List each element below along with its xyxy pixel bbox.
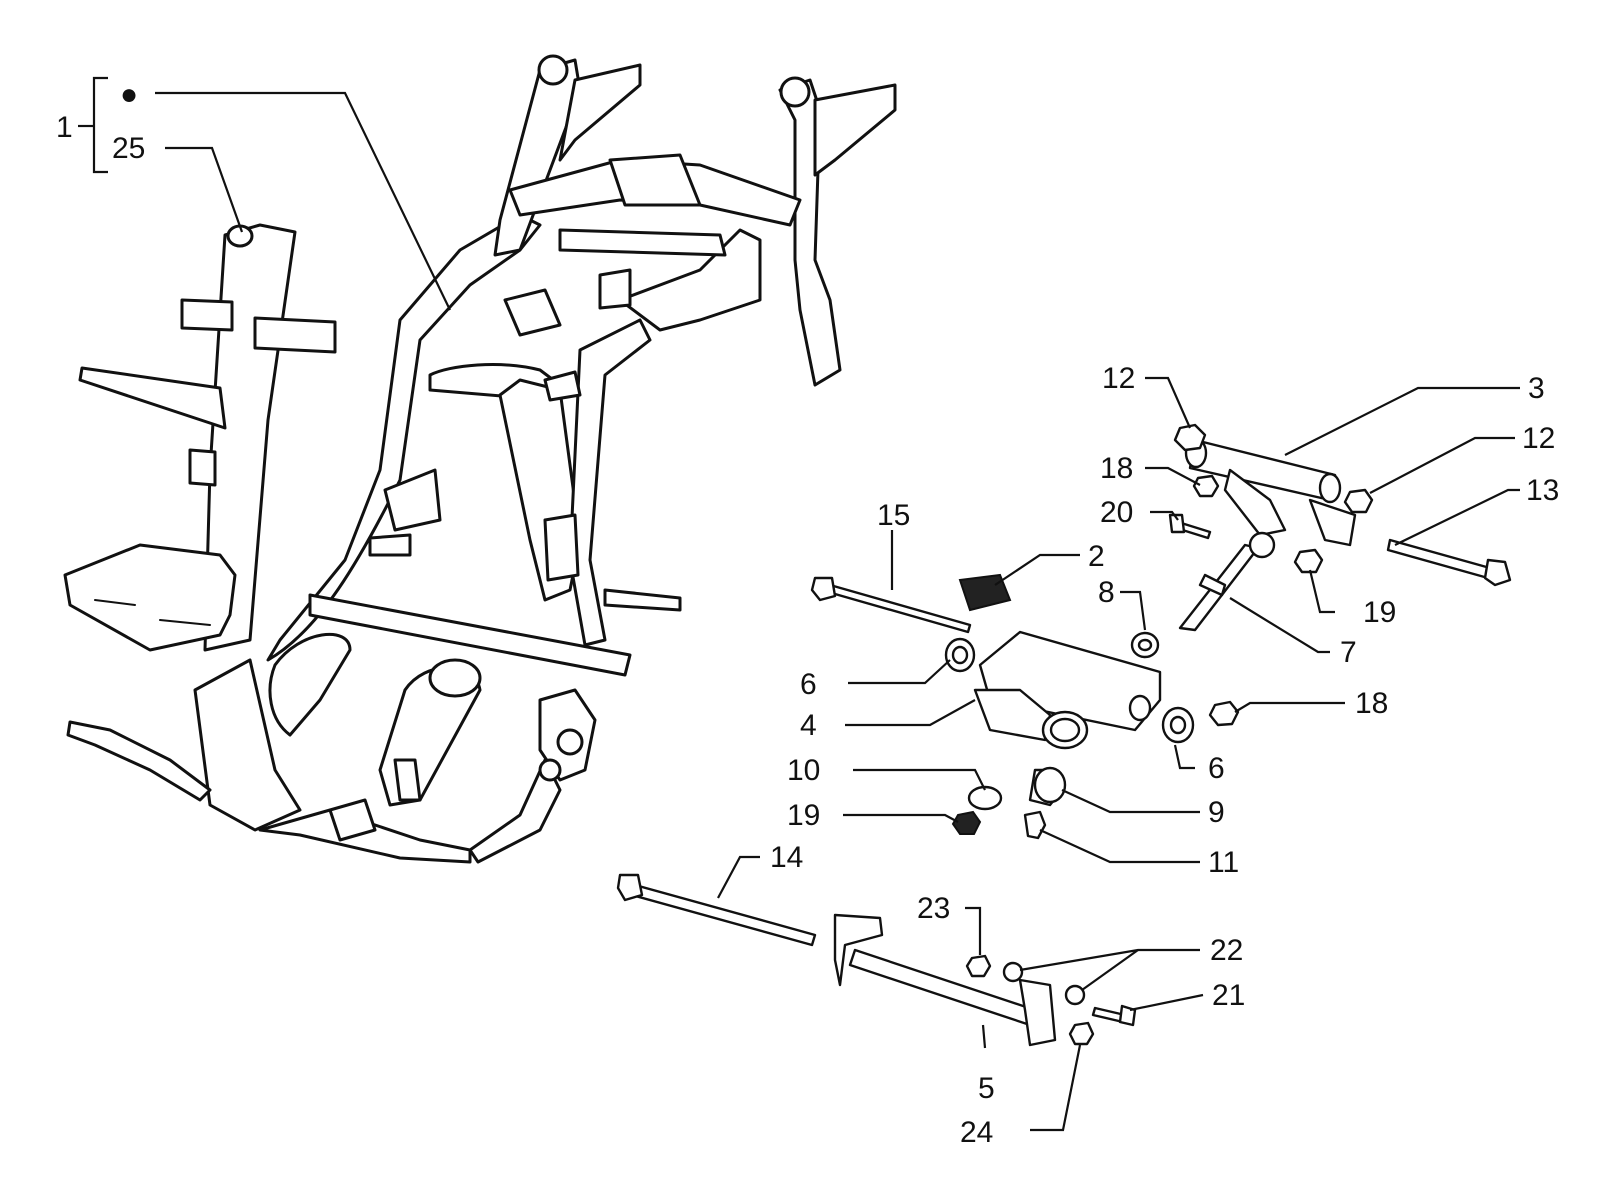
part-3-upper-link bbox=[1184, 437, 1357, 547]
label-part-7: 7 bbox=[1340, 636, 1357, 669]
label-part-21: 21 bbox=[1212, 979, 1245, 1012]
label-part-10: 10 bbox=[787, 754, 820, 787]
part-24-nut bbox=[1068, 1021, 1095, 1046]
scooter-frame bbox=[63, 54, 897, 864]
label-part-18-a: 18 bbox=[1100, 452, 1133, 485]
label-part-22: 22 bbox=[1210, 934, 1243, 967]
part-20-bolt bbox=[1168, 513, 1212, 540]
label-part-4: 4 bbox=[800, 709, 817, 742]
part-6-bushing-a bbox=[944, 637, 976, 673]
label-part-5: 5 bbox=[978, 1072, 995, 1105]
part-7-shaft bbox=[1178, 531, 1276, 632]
label-part-18-b: 18 bbox=[1355, 687, 1388, 720]
part-22-washer-a bbox=[1002, 961, 1024, 983]
label-part-6-b: 6 bbox=[1208, 752, 1225, 785]
part-labels: 1 ● 25 12 3 12 18 13 20 15 2 19 8 6 7 18… bbox=[56, 78, 1559, 1149]
label-group-1: 1 bbox=[56, 111, 73, 144]
label-part-2: 2 bbox=[1088, 540, 1105, 573]
part-10-washer bbox=[967, 785, 1003, 811]
part-22-washer-b bbox=[1064, 984, 1086, 1006]
part-6-bushing-b bbox=[1161, 706, 1195, 744]
part-12-nut-b bbox=[1343, 488, 1374, 514]
label-part-8: 8 bbox=[1098, 576, 1115, 609]
part-23-nut bbox=[965, 954, 992, 978]
part-11-screw bbox=[1023, 810, 1047, 840]
part-12-nut-a bbox=[1173, 423, 1207, 452]
part-5-support-link bbox=[833, 913, 1057, 1047]
label-part-23: 23 bbox=[917, 892, 950, 925]
part-18-nut-a bbox=[1192, 474, 1220, 498]
part-19-nut-b bbox=[951, 810, 982, 835]
label-part-3: 3 bbox=[1528, 372, 1545, 405]
label-part-19-b: 19 bbox=[787, 799, 820, 832]
label-part-6-a: 6 bbox=[800, 668, 817, 701]
label-part-25: 25 bbox=[112, 132, 145, 165]
part-4-engine-mount bbox=[973, 630, 1162, 750]
part-19-nut-a bbox=[1293, 548, 1324, 574]
part-15-long-bolt bbox=[810, 576, 972, 634]
part-14-long-bolt bbox=[616, 873, 817, 947]
part-9-damper bbox=[1028, 766, 1067, 807]
label-part-15: 15 bbox=[877, 499, 910, 532]
part-21-bolt bbox=[1091, 1004, 1137, 1027]
label-part-24: 24 bbox=[960, 1116, 993, 1149]
label-part-14: 14 bbox=[770, 841, 803, 874]
leader-lines bbox=[78, 76, 1520, 1132]
part-13-bolt bbox=[1386, 538, 1512, 587]
label-part-1-dot: ● bbox=[120, 78, 138, 111]
label-part-13: 13 bbox=[1526, 474, 1559, 507]
label-part-11: 11 bbox=[1208, 846, 1239, 879]
part-18-nut-b bbox=[1208, 700, 1240, 727]
label-part-12-b: 12 bbox=[1522, 422, 1555, 455]
label-part-19-a: 19 bbox=[1363, 596, 1396, 629]
part-8-bushing bbox=[1130, 631, 1160, 659]
label-part-9: 9 bbox=[1208, 796, 1225, 829]
label-part-20: 20 bbox=[1100, 496, 1133, 529]
label-part-12-a: 12 bbox=[1102, 362, 1135, 395]
